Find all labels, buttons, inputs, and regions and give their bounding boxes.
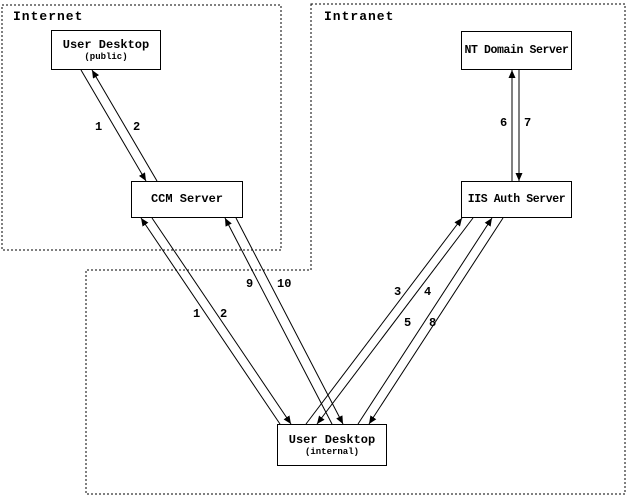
arrow-1-internal-desktop-to-ccm	[140, 217, 281, 425]
arrow-label-2-public: 2	[133, 120, 141, 134]
intranet-region-label: Intranet	[324, 9, 395, 24]
internet-region-border	[1, 4, 282, 251]
node-user-desktop-internal: User Desktop (internal)	[277, 424, 387, 466]
intranet-region-border	[85, 3, 626, 495]
arrow-label-1-public: 1	[95, 120, 103, 134]
arrow-label-4: 4	[424, 285, 432, 299]
arrow-2-ccm-to-public-desktop	[91, 69, 158, 182]
node-title: User Desktop	[62, 37, 150, 52]
node-title: NT Domain Server	[464, 44, 569, 57]
node-user-desktop-public: User Desktop (public)	[51, 30, 161, 70]
arrow-label-9: 9	[246, 277, 254, 291]
node-title: User Desktop	[288, 432, 376, 447]
arrow-4-iis-to-internal-desktop	[316, 217, 474, 425]
node-iis-auth-server: IIS Auth Server	[461, 181, 572, 218]
node-title: CCM Server	[150, 192, 223, 206]
arrow-3-internal-desktop-to-iis	[305, 217, 463, 425]
arrow-label-5: 5	[404, 316, 412, 330]
arrow-8-iis-to-internal-desktop	[368, 217, 504, 425]
arrow-label-8: 8	[429, 316, 437, 330]
arrow-label-6: 6	[500, 116, 508, 130]
arrow-10-ccm-to-internal-desktop	[235, 217, 344, 425]
node-subtitle: (internal)	[304, 446, 359, 457]
node-title: IIS Auth Server	[467, 193, 566, 206]
arrow-label-1-internal: 1	[193, 307, 201, 321]
node-subtitle: (public)	[84, 51, 128, 62]
arrow-label-3: 3	[394, 285, 402, 299]
arrow-label-2-internal: 2	[220, 307, 228, 321]
node-nt-domain-server: NT Domain Server	[461, 31, 572, 70]
node-ccm-server: CCM Server	[131, 181, 243, 218]
arrow-5-internal-desktop-to-iis	[357, 217, 493, 425]
internet-region-label: Internet	[13, 9, 84, 24]
arrow-9-internal-desktop-to-ccm	[224, 217, 333, 425]
arrow-label-10: 10	[277, 277, 292, 291]
arrow-2-ccm-to-internal-desktop	[151, 217, 292, 425]
arrow-1-public-desktop-to-ccm	[80, 69, 147, 182]
arrow-label-7: 7	[524, 116, 532, 130]
